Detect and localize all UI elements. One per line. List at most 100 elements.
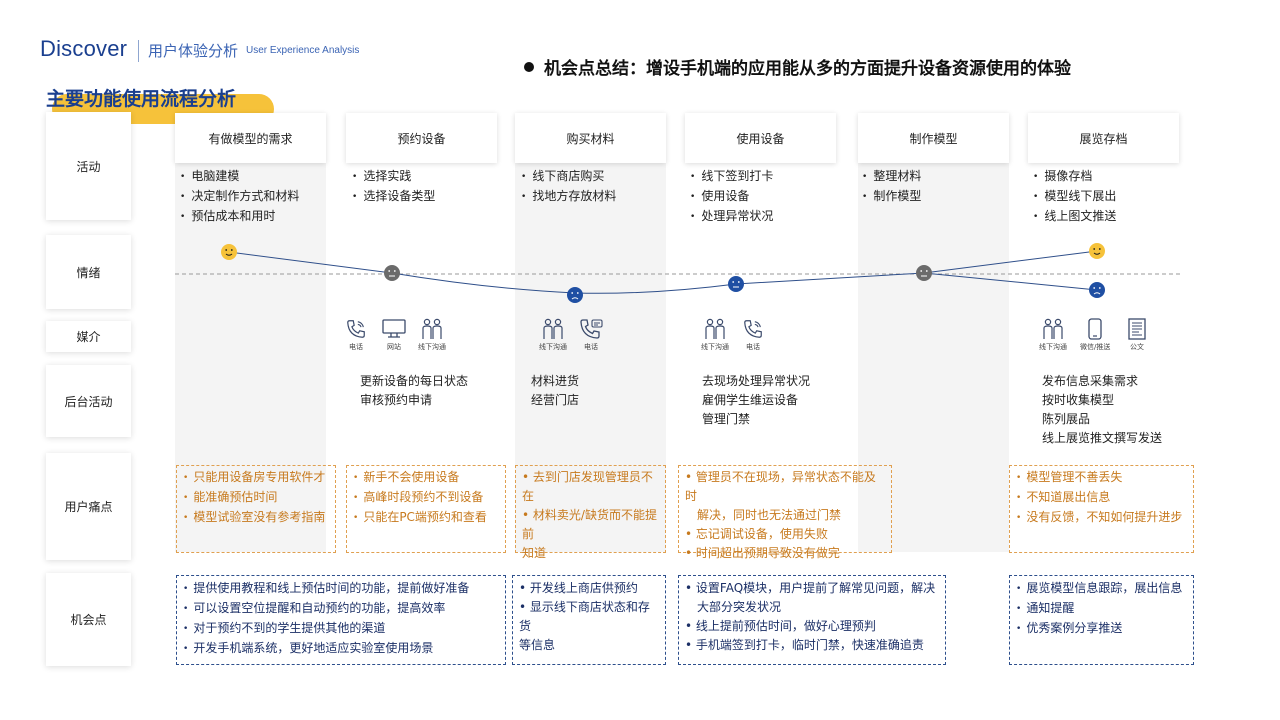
opportunity-summary: 机会点总结：增设手机端的应用能从多的方面提升设备资源使用的体验 [524, 54, 1071, 79]
list-item: • 线上提前预估时间，做好心理预判 [685, 619, 876, 633]
media-label: 线下沟通 [418, 343, 446, 351]
opportunity-box-4: 展览模型信息跟踪，展出信息 通知提醒 优秀案例分享推送 [1009, 575, 1194, 665]
list-item: • 去到门店发现管理员不在 [522, 470, 653, 503]
media-label: 电话 [349, 343, 363, 351]
list-item: 只能在PC端预约和查看 [353, 508, 499, 528]
phase-header-5: 制作模型 [858, 113, 1009, 163]
phase-header-1: 有做模型的需求 [175, 113, 326, 163]
phone-icon [580, 319, 603, 339]
media-label: 线下沟通 [701, 343, 729, 351]
media-label: 网站 [387, 343, 401, 351]
document-icon [1128, 318, 1146, 340]
summary-text: 机会点总结：增设手机端的应用能从多的方面提升设备资源使用的体验 [544, 59, 1071, 79]
media-label: 线下沟通 [539, 343, 567, 351]
emotion-line-upper [228, 250, 1098, 294]
list-item: 预估成本和用时 [180, 207, 299, 227]
list-item: 没有反馈，不知如何提升进步 [1016, 508, 1187, 528]
pain-box-3: • 去到门店发现管理员不在 • 材料卖光/缺货而不能提前 知道 [515, 465, 666, 560]
activity-list-5: 整理材料 制作模型 [862, 167, 921, 207]
list-item: 经营门店 [531, 393, 580, 407]
backend-list-6: 发布信息采集需求 按时收集模型 陈列展品 线上展览推文撰写发送 [1042, 372, 1162, 448]
people-icon [1043, 318, 1063, 339]
list-item: 提供使用教程和线上预估时间的功能，提前做好准备 [183, 579, 499, 599]
list-item: • 材料卖光/缺货而不能提前 [522, 508, 657, 541]
list-item: 管理门禁 [702, 412, 751, 426]
activity-list-1: 电脑建模 决定制作方式和材料 预估成本和用时 [180, 167, 299, 227]
row-label-backend: 后台活动 [46, 365, 131, 437]
activity-list-4: 线下签到打卡 使用设备 处理异常状况 [690, 167, 773, 227]
opportunity-box-3: • 设置FAQ模块，用户提前了解常见问题，解决 大部分突发状况 • 线上提前预估… [678, 575, 946, 665]
row-label-emotion: 情绪 [46, 235, 131, 309]
row-label-pain: 用户痛点 [46, 453, 131, 560]
pain-box-6: 模型管理不善丢失 不知道展出信息 没有反馈，不知如何提升进步 [1009, 465, 1194, 553]
people-icon [705, 318, 725, 339]
row-label-media: 媒介 [46, 321, 131, 352]
media-item: 线下沟通 [1038, 318, 1068, 352]
media-group-2: 电话 网站 线下沟通 [341, 318, 447, 352]
phase-header-4: 使用设备 [685, 113, 836, 163]
backend-list-2: 更新设备的每日状态 审核预约申请 [360, 372, 468, 410]
list-item: 线下签到打卡 [690, 167, 773, 187]
media-item: 微信/推送 [1080, 318, 1110, 352]
list-item: 电脑建模 [180, 167, 299, 187]
bullet-icon [524, 62, 534, 72]
emotion-line-lower [923, 272, 1098, 291]
list-item: 审核预约申请 [360, 393, 433, 407]
list-item: 模型试验室没有参考指南 [183, 508, 329, 528]
media-item: 电话 [341, 318, 371, 352]
opportunity-box-1: 提供使用教程和线上预估时间的功能，提前做好准备 可以设置空位提醒和自动预约的功能… [176, 575, 506, 665]
mobile-icon [1088, 318, 1102, 340]
sad-face-icon [567, 287, 583, 303]
list-item: 制作模型 [862, 187, 921, 207]
column-bg-5 [858, 160, 1009, 552]
list-item: 模型线下展出 [1033, 187, 1116, 207]
list-item: 展览模型信息跟踪，展出信息 [1016, 579, 1187, 599]
list-item: 开发手机端系统，更好地适应实验室使用场景 [183, 639, 499, 659]
list-item: 只能用设备房专用软件才 [183, 468, 329, 488]
list-item: • 开发线上商店供预约 [519, 581, 638, 595]
list-item: 能准确预估时间 [183, 488, 329, 508]
list-item: 高峰时段预约不到设备 [353, 488, 499, 508]
list-item: • 显示线下商店状态和存货 [519, 600, 650, 633]
neutral-face-icon [728, 276, 744, 292]
list-item: 解决，同时也无法通过门禁 [697, 508, 842, 522]
list-item: 线上图文推送 [1033, 207, 1116, 227]
list-item: • 设置FAQ模块，用户提前了解常见问题，解决 [685, 581, 936, 595]
list-item: 找地方存放材料 [521, 187, 616, 207]
list-item: 摄像存档 [1033, 167, 1116, 187]
brand-subtitle-en: User Experience Analysis [246, 45, 360, 56]
computer-icon [382, 319, 406, 338]
list-item: 线下商店购买 [521, 167, 616, 187]
list-item: 使用设备 [690, 187, 773, 207]
people-icon [543, 318, 563, 339]
row-label-opportunity: 机会点 [46, 573, 131, 666]
column-bg-3 [515, 160, 666, 552]
phone-icon [347, 320, 365, 338]
backend-list-4: 去现场处理异常状况 雇佣学生维运设备 管理门禁 [702, 372, 810, 429]
media-label: 线下沟通 [1039, 343, 1067, 351]
list-item: 按时收集模型 [1042, 393, 1115, 407]
list-item: 去现场处理异常状况 [702, 374, 811, 388]
list-item: 雇佣学生维运设备 [702, 393, 799, 407]
list-item: 更新设备的每日状态 [360, 374, 469, 388]
list-item: • 管理员不在现场，异常状态不能及时 [685, 470, 876, 503]
activity-list-2: 选择实践 选择设备类型 [352, 167, 435, 207]
list-item: 优秀案例分享推送 [1016, 619, 1187, 639]
list-item: 整理材料 [862, 167, 921, 187]
phase-header-6: 展览存档 [1028, 113, 1179, 163]
list-item: 大部分突发状况 [697, 600, 782, 614]
list-item: 模型管理不善丢失 [1016, 468, 1187, 488]
media-item: 线下沟通 [417, 318, 447, 352]
media-item: 公文 [1122, 318, 1152, 352]
sad-face-icon [1089, 282, 1105, 298]
neutral-face-icon [916, 265, 932, 281]
phone-icon [744, 320, 762, 338]
list-item: 决定制作方式和材料 [180, 187, 299, 207]
list-item: 发布信息采集需求 [1042, 374, 1139, 388]
media-group-6: 线下沟通 微信/推送 公文 [1038, 318, 1152, 352]
people-icon [422, 318, 442, 339]
happy-face-icon [221, 244, 237, 260]
phase-header-3: 购买材料 [515, 113, 666, 163]
list-item: 选择实践 [352, 167, 435, 187]
